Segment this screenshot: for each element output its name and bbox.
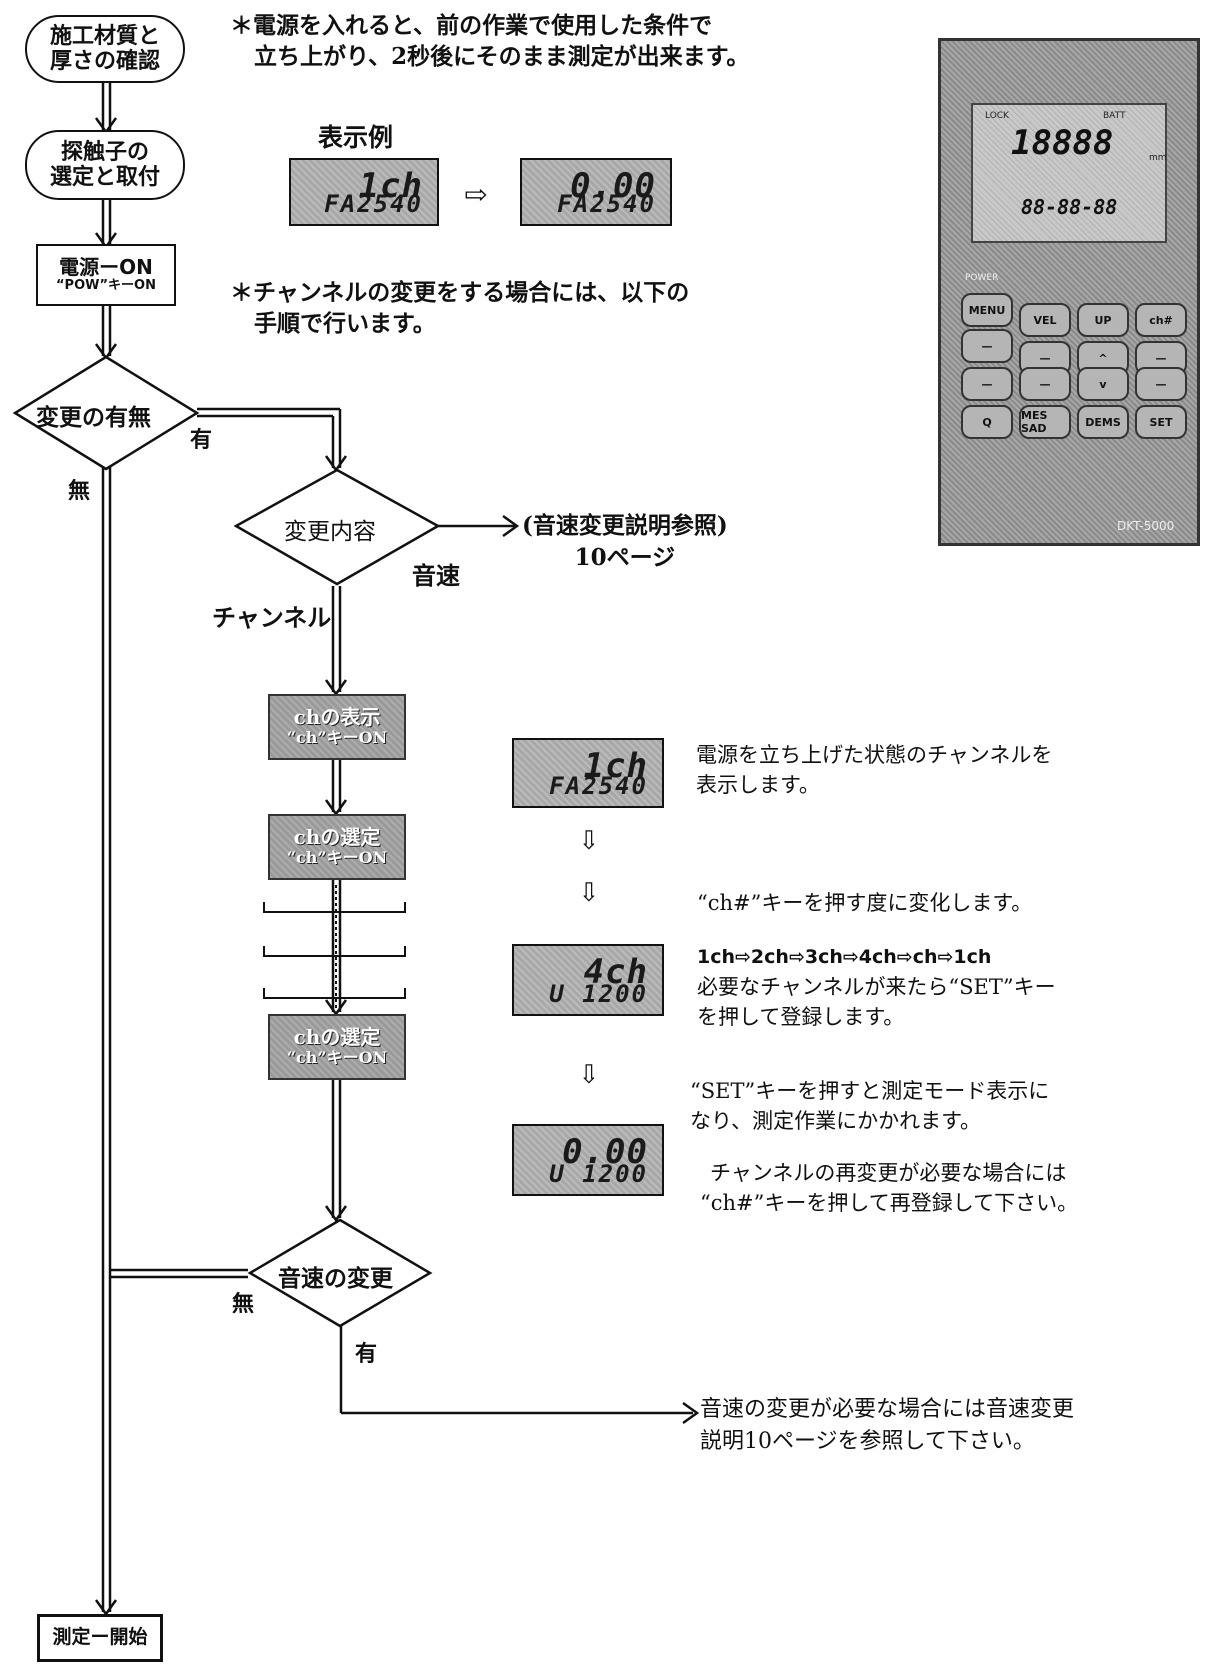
device-key: SET — [1135, 405, 1187, 439]
step-text-3: 1ch⇨2ch⇨3ch⇨4ch⇨ch⇨1ch 必要なチャンネルが来たら“SET”… — [697, 946, 1056, 1029]
step-measure-start: 測定ー開始 — [37, 1614, 163, 1662]
lcd-step-2: 4ch U 1200 — [512, 944, 664, 1016]
device-key: v — [1077, 367, 1129, 401]
no-label-1: 無 — [68, 478, 91, 504]
channel-note: ＊チャンネルの変更をする場合には、以下の 手順で行います。 — [230, 280, 690, 338]
no-label-2: 無 — [232, 1291, 255, 1317]
diamond-content — [233, 468, 441, 586]
device-key: MENU — [961, 293, 1013, 327]
step-text-4: “SET”キーを押すと測定モード表示に なり、測定作業にかかれます。 — [690, 1079, 1050, 1134]
diamond-sound — [247, 1218, 433, 1328]
arrow-down-icon: ⇩ — [578, 826, 600, 856]
device-key: — — [1135, 367, 1187, 401]
decision-change-label: 変更の有無 — [36, 405, 151, 431]
lcd-step-3: 0.00 U 1200 — [512, 1124, 664, 1196]
device-key: ch# — [1135, 303, 1187, 337]
device-screen: LOCK BATT 18888 mm 88-88-88 — [971, 103, 1167, 243]
branch-channel-label: チャンネル — [212, 604, 332, 632]
arrow-down-icon: ⇩ — [578, 1060, 600, 1090]
step-material-thickness: 施工材質と厚さの確認 — [25, 15, 185, 83]
device-key: MES SAD — [1019, 405, 1071, 439]
diamond-change — [12, 355, 200, 471]
step-power-on: 電源ーON “POW”キーON — [36, 244, 176, 306]
lcd-example-1: 1ch FA2540 — [289, 158, 439, 226]
yes-label-1: 有 — [190, 427, 213, 453]
device-key: UP — [1077, 303, 1129, 337]
step-text-1: 電源を立ち上げた状態のチャンネルを 表示します。 — [696, 743, 1053, 798]
example-label: 表示例 — [318, 123, 394, 152]
branch-sound-label: 音速 — [412, 561, 460, 590]
device-key: VEL — [1019, 303, 1071, 337]
power-note: ＊電源を入れると、前の作業で使用した条件で 立ち上がり、2秒後にそのまま測定が出… — [230, 12, 750, 71]
device-key: DEMS — [1077, 405, 1129, 439]
decision-content-label: 変更内容 — [284, 519, 376, 545]
decision-sound-label: 音速の変更 — [278, 1265, 393, 1292]
step-ch-select-1: chの選定 “ch”キーON — [268, 814, 406, 880]
device-key: — — [961, 367, 1013, 401]
lcd-example-2: 0.00 FA2540 — [520, 158, 672, 226]
arrow-down-icon: ⇩ — [578, 878, 600, 908]
step-ch-select-2: chの選定 “ch”キーON — [268, 1014, 406, 1080]
step-text-5: チャンネルの再変更が必要な場合には “ch#”キーを押して再登録して下さい。 — [700, 1161, 1079, 1216]
yes-label-2: 有 — [355, 1341, 378, 1367]
step-probe-select: 探触子の選定と取付 — [25, 130, 185, 200]
step-text-2: “ch#”キーを押す度に変化します。 — [697, 891, 1033, 915]
lcd-step-1: 1ch FA2540 — [512, 738, 664, 808]
sound-reference: (音速変更説明参照) 10ページ — [522, 512, 728, 572]
device-illustration: LOCK BATT 18888 mm 88-88-88 POWER MENU V… — [938, 38, 1200, 546]
step-ch-display: chの表示 “ch”キーON — [268, 694, 406, 760]
device-key: — — [1019, 367, 1071, 401]
device-key: Q — [961, 405, 1013, 439]
device-key: — — [961, 329, 1013, 363]
sound-change-note: 音速の変更が必要な場合には音速変更 説明10ページを参照して下さい。 — [700, 1397, 1075, 1454]
arrow-right-icon: ⇨ — [464, 178, 488, 211]
